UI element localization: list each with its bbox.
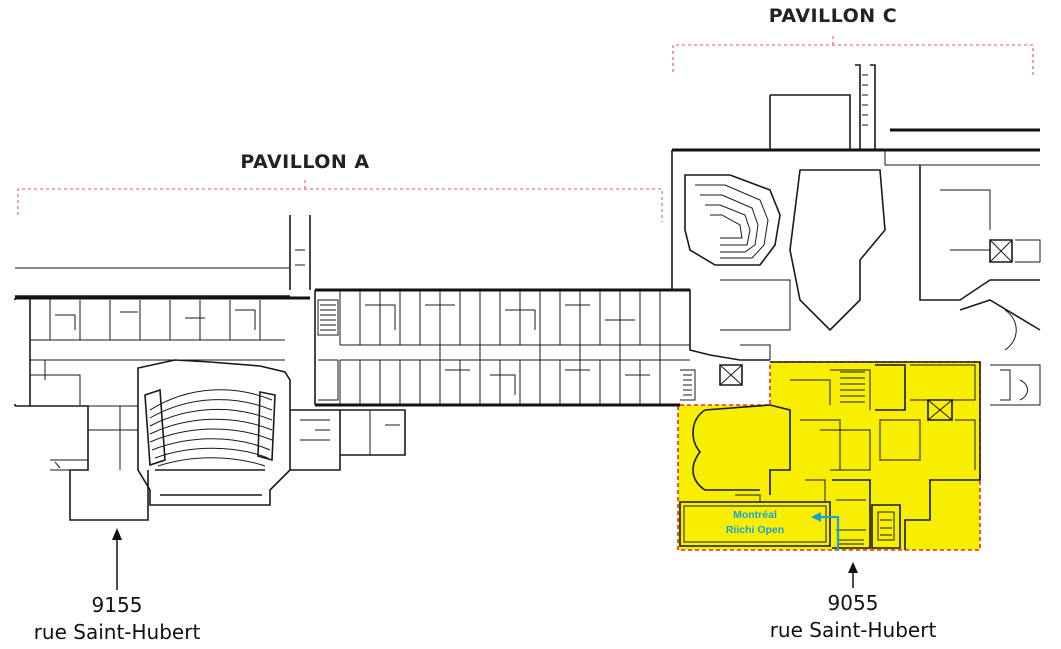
- venue-route-arrowhead: [811, 512, 821, 522]
- entrance-right-number: 9055: [827, 591, 879, 615]
- central-wing-floorplan: [314, 288, 690, 407]
- venue-route-arrow: [820, 515, 840, 550]
- entrance-left-address: 9155 rue Saint-Hubert: [17, 592, 217, 646]
- entrance-right-street: rue Saint-Hubert: [769, 618, 937, 642]
- entrance-right-arrowhead: [848, 562, 858, 573]
- venue-label-line2: Riichi Open: [726, 524, 784, 536]
- pavillon-c-label: PAVILLON C: [769, 5, 898, 27]
- venue-label-line1: Montréal: [733, 509, 777, 521]
- entrance-left-street: rue Saint-Hubert: [33, 620, 201, 644]
- pavillon-a-label: PAVILLON A: [240, 151, 369, 173]
- pavillon-a-bracket: [17, 188, 663, 222]
- venue-floorplan: [679, 361, 981, 550]
- entrance-right-address: 9055 rue Saint-Hubert: [753, 590, 953, 644]
- venue-highlight-area: [677, 361, 981, 551]
- pavillon-a-floorplan: [14, 215, 406, 521]
- pavillon-c-bracket: [672, 44, 1034, 78]
- entrance-left-arrowhead: [112, 528, 122, 540]
- pavillon-c-floorplan: [671, 64, 1041, 406]
- entrance-left-number: 9155: [91, 593, 143, 617]
